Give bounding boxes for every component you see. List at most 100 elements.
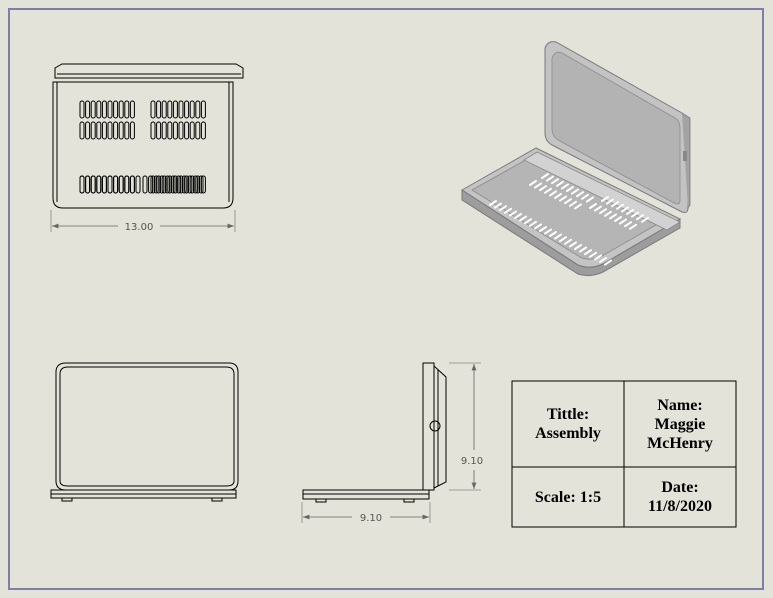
iso-vent-slot <box>624 221 632 228</box>
vent-slot <box>79 175 85 194</box>
iso-vent-slot <box>549 231 557 237</box>
iso-vent-slot <box>524 218 532 225</box>
vent-slot <box>96 121 102 140</box>
scale-value: 1:5 <box>579 488 602 506</box>
title-label: Tittle: <box>546 406 590 423</box>
vent-slot <box>135 175 141 194</box>
iso-vent-slot <box>589 251 597 258</box>
iso-vent-slot <box>599 208 607 215</box>
vent-slot <box>184 100 190 119</box>
iso-vent-slot <box>636 214 644 221</box>
vent-slot <box>124 100 130 119</box>
vent-slot <box>113 175 119 194</box>
vent-slot <box>195 121 201 140</box>
iso-vent-slot <box>551 178 559 185</box>
iso-vent-slot <box>574 203 582 210</box>
vent-slot <box>161 100 167 119</box>
iso-vent-slot <box>539 226 547 232</box>
name-last: McHenry <box>647 434 713 452</box>
vent-slot <box>200 121 206 140</box>
vent-slot <box>79 121 85 140</box>
top-view <box>52 63 244 209</box>
vent-slot <box>167 100 173 119</box>
iso-vent-slot <box>504 207 512 214</box>
vent-slot <box>129 100 135 119</box>
vent-slot <box>124 175 130 194</box>
vent-slot <box>90 175 96 194</box>
vent-slot <box>195 100 201 119</box>
iso-vent-slot <box>564 238 572 245</box>
vent-slot <box>184 121 190 140</box>
vent-slot <box>113 121 119 140</box>
iso-vent-slot <box>594 254 602 261</box>
vent-slot <box>184 175 190 194</box>
iso-vent-slot <box>604 210 612 217</box>
vent-slot <box>153 175 159 194</box>
vent-slot <box>96 175 102 194</box>
vent-slot <box>113 100 119 119</box>
vent-slot <box>172 100 178 119</box>
vent-slot <box>161 121 167 140</box>
vent-slot <box>178 175 184 194</box>
iso-vent-slot <box>599 257 607 263</box>
iso-vent-slot <box>569 200 577 207</box>
iso-vent-slot <box>546 175 554 182</box>
iso-vent-slot <box>629 223 637 230</box>
iso-vent-slot <box>601 196 609 202</box>
iso-vent-slot <box>559 195 567 202</box>
iso-vent-slot <box>641 216 649 223</box>
iso-vent-slot <box>549 190 557 197</box>
iso-vent-slot <box>621 206 629 213</box>
vent-slot <box>101 175 107 194</box>
dimension-13: 13.00 <box>125 222 154 233</box>
vent-slot <box>113 175 119 194</box>
date-label: Date: <box>661 479 699 496</box>
side-view <box>302 362 447 503</box>
vent-slot <box>90 175 96 194</box>
vent-slot <box>79 175 85 194</box>
vent-slot <box>170 175 176 194</box>
iso-vent-slot <box>514 213 522 219</box>
name-cell: Name: Maggie McHenry <box>624 381 736 467</box>
top-view-dimension: 13.00 <box>50 210 236 233</box>
iso-vent-slot <box>589 203 597 209</box>
vent-slot <box>167 121 173 140</box>
iso-vent-slot <box>534 182 542 189</box>
vent-slot <box>118 100 124 119</box>
vent-slot <box>148 175 154 194</box>
name-label: Name: <box>657 396 703 414</box>
vent-slot <box>129 121 135 140</box>
vent-slot <box>96 175 102 194</box>
vent-slot <box>172 175 178 194</box>
vent-slot <box>195 175 201 194</box>
iso-vent-slot <box>576 191 584 198</box>
vent-slot <box>181 175 187 194</box>
iso-vent-slot <box>626 209 634 215</box>
vent-slot <box>85 175 91 194</box>
name-first: Maggie <box>654 415 706 433</box>
scale-cell: Scale: 1:5 <box>512 467 624 527</box>
iso-vent-slot <box>631 211 639 218</box>
iso-vent-slot <box>586 196 594 203</box>
vent-slot <box>79 100 85 119</box>
vent-slot <box>85 100 91 119</box>
iso-vent-slot <box>529 180 537 186</box>
iso-vent-slot <box>494 202 502 209</box>
iso-vent-slot <box>509 210 517 217</box>
vent-slot <box>124 121 130 140</box>
vent-slot <box>107 121 113 140</box>
vent-slot <box>85 121 91 140</box>
scale-label: Scale: <box>534 488 576 506</box>
vent-slot <box>156 175 162 194</box>
vent-slot <box>118 175 124 194</box>
iso-vent-slot <box>574 244 582 250</box>
iso-vent-slot <box>554 193 562 199</box>
title-value: Assembly <box>535 425 601 442</box>
vent-slot <box>107 175 113 194</box>
iso-vent-slot <box>544 187 552 194</box>
iso-vent-slot <box>559 236 567 243</box>
front-view <box>50 362 239 502</box>
vent-slot <box>156 121 162 140</box>
iso-vent-slot <box>534 223 542 230</box>
